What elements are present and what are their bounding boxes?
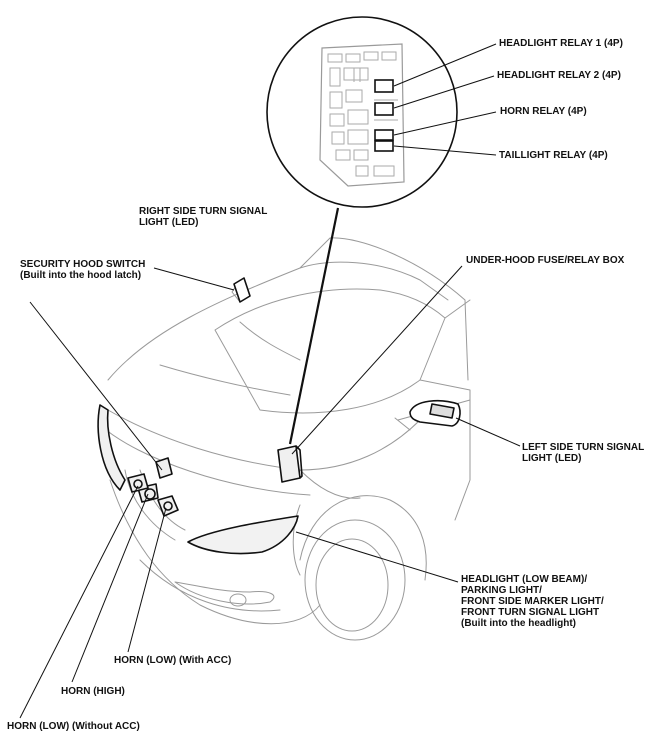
label-headlight-relay-1: HEADLIGHT RELAY 1 (4P) bbox=[499, 38, 623, 49]
label-horn-high: HORN (HIGH) bbox=[61, 686, 125, 697]
label-line: LIGHT (LED) bbox=[522, 453, 582, 464]
label-line: HEADLIGHT (LOW BEAM)/ bbox=[461, 574, 588, 585]
label-taillight-relay: TAILLIGHT RELAY (4P) bbox=[499, 150, 608, 161]
label-horn-relay: HORN RELAY (4P) bbox=[500, 106, 587, 117]
label-line: PARKING LIGHT/ bbox=[461, 585, 542, 596]
label-right-side-turn-signal: RIGHT SIDE TURN SIGNAL LIGHT (LED) bbox=[139, 206, 267, 228]
label-line: FRONT TURN SIGNAL LIGHT bbox=[461, 607, 600, 618]
leader-lines bbox=[19, 43, 521, 719]
label-line: RIGHT SIDE TURN SIGNAL bbox=[139, 206, 268, 217]
label-line: (Built into the hood latch) bbox=[20, 270, 142, 281]
label-line: FRONT SIDE MARKER LIGHT/ bbox=[461, 596, 604, 607]
label-horn-low-with-acc: HORN (LOW) (With ACC) bbox=[114, 655, 232, 666]
zoom-connector bbox=[288, 207, 340, 445]
label-line: SECURITY HOOD SWITCH bbox=[20, 259, 146, 270]
label-horn-low-without-acc: HORN (LOW) (Without ACC) bbox=[7, 721, 140, 732]
label-line: (Built into the headlight) bbox=[461, 618, 576, 629]
label-line: LIGHT (LED) bbox=[139, 217, 199, 228]
car-body-outline bbox=[99, 237, 471, 641]
component-features bbox=[97, 277, 461, 555]
label-security-hood-switch: SECURITY HOOD SWITCH (Built into the hoo… bbox=[20, 259, 145, 281]
label-line: LEFT SIDE TURN SIGNAL bbox=[522, 442, 645, 453]
fuse-box-magnifier bbox=[266, 16, 458, 208]
label-under-hood-fuse-relay-box: UNDER-HOOD FUSE/RELAY BOX bbox=[466, 255, 625, 266]
label-headlight-assembly: HEADLIGHT (LOW BEAM)/ PARKING LIGHT/ FRO… bbox=[461, 574, 604, 629]
label-headlight-relay-2: HEADLIGHT RELAY 2 (4P) bbox=[497, 70, 621, 81]
label-left-side-turn-signal: LEFT SIDE TURN SIGNAL LIGHT (LED) bbox=[522, 442, 644, 464]
